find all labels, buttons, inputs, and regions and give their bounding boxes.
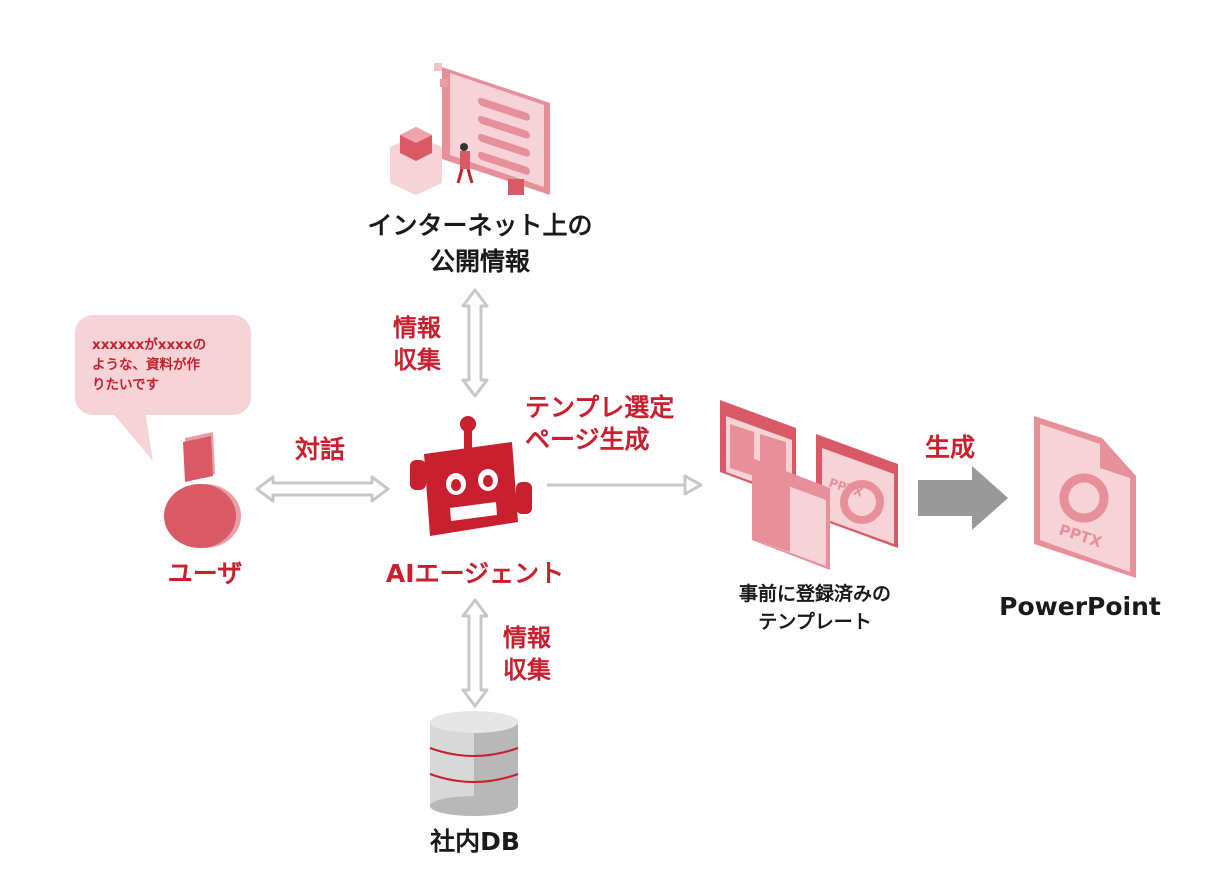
arrow-internet-agent xyxy=(460,288,490,398)
internet-label-line1: インターネット上の xyxy=(367,211,593,240)
bubble-line3: りたいです xyxy=(92,377,160,393)
user-label: ユーザ xyxy=(167,559,243,588)
internet-label-line2: 公開情報 xyxy=(429,247,530,276)
user-icon xyxy=(155,430,255,550)
templates-illustration: PPTX xyxy=(712,392,912,572)
collect-top-label: 情報 収集 xyxy=(382,312,452,376)
templates-line2: テンプレート xyxy=(758,611,872,633)
bubble-text: xxxxxxがxxxxの ような、資料が作 りたいです xyxy=(92,335,252,395)
collect-bottom-line1: 情報 xyxy=(503,624,551,652)
arrow-agent-templates xyxy=(545,470,705,500)
collect-bottom-label: 情報 収集 xyxy=(492,622,562,686)
powerpoint-label: PowerPoint xyxy=(999,592,1161,621)
db-label: 社内DB xyxy=(430,827,520,856)
speech-bubble xyxy=(75,315,255,465)
template-select-label: テンプレ選定 ページ生成 xyxy=(525,392,725,456)
arrow-agent-db xyxy=(460,598,490,708)
bubble-line2: ような、資料が作 xyxy=(92,357,200,373)
generate-label: 生成 xyxy=(924,433,975,462)
agent-label: AIエージェント xyxy=(385,559,565,588)
templates-label: 事前に登録済みの テンプレート xyxy=(700,580,930,636)
template-select-line1: テンプレ選定 xyxy=(525,393,675,422)
collect-bottom-line2: 収集 xyxy=(503,656,551,684)
pptx-file-icon: PPTX xyxy=(1018,412,1148,587)
database-icon xyxy=(424,708,524,818)
templates-line1: 事前に登録済みの xyxy=(738,583,891,605)
template-select-line2: ページ生成 xyxy=(525,425,650,454)
dialogue-label: 対話 xyxy=(294,435,345,464)
internet-label: インターネット上の 公開情報 xyxy=(330,208,630,280)
collect-top-line1: 情報 xyxy=(393,314,441,342)
arrow-user-agent xyxy=(255,474,390,504)
collect-top-line2: 収集 xyxy=(393,346,441,374)
arrow-generate xyxy=(918,466,1010,530)
bubble-line1: xxxxxxがxxxxの xyxy=(92,337,207,353)
internet-illustration xyxy=(380,55,580,205)
robot-icon xyxy=(400,412,540,552)
